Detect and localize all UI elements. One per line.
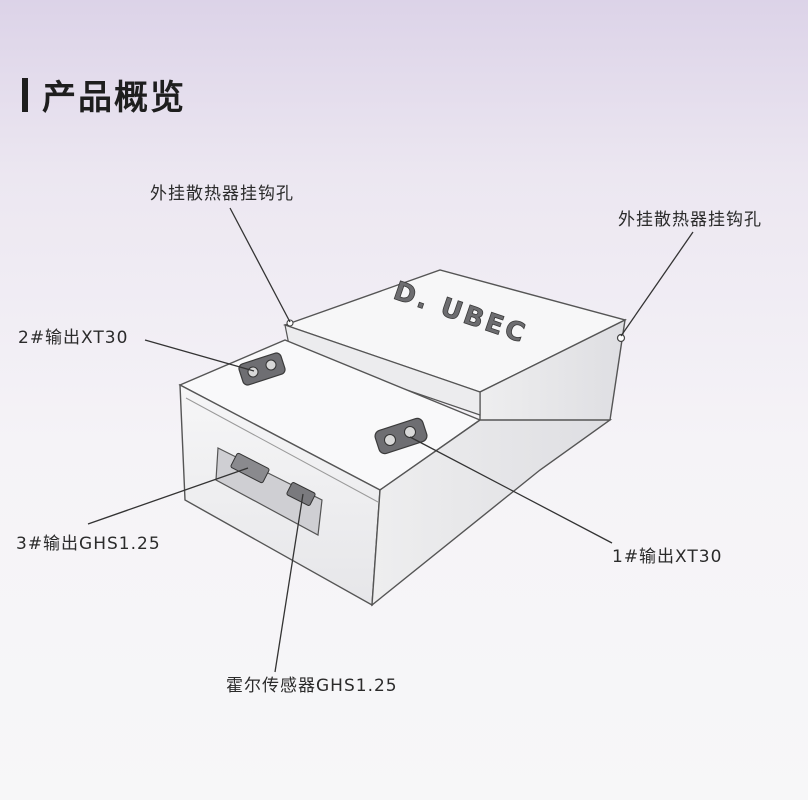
callout-output-2-xt30: 2#输出XT30	[18, 328, 129, 348]
heatsink-hook-hole-left	[286, 319, 294, 327]
section-heading: 产品概览	[22, 70, 186, 119]
xt30-output-2-pin-a	[247, 366, 259, 378]
lower-housing-right	[371, 419, 613, 607]
callout-leader-lines	[87, 207, 694, 673]
leader-output-3	[87, 467, 249, 525]
xt30-output-2-connector	[238, 352, 286, 386]
leader-output-2	[144, 339, 255, 372]
xt30-output-2-pin-b	[265, 359, 277, 371]
page-title: 产品概览	[42, 78, 186, 118]
title-accent-bar	[22, 77, 28, 112]
ghs-output-3-socket	[230, 452, 270, 484]
leader-hall-sensor	[274, 493, 304, 673]
upper-housing: D. UBEC	[282, 269, 627, 456]
callout-output-1-xt30: 1#输出XT30	[612, 547, 723, 567]
leader-heatsink-left	[229, 207, 291, 323]
xt30-output-1-pin-b	[404, 426, 416, 438]
callout-heatsink-hook-hole-right: 外挂散热器挂钩孔	[618, 210, 762, 230]
callout-heatsink-hook-hole-left: 外挂散热器挂钩孔	[150, 184, 294, 204]
leader-output-1	[409, 436, 613, 544]
callout-hall-sensor-ghs: 霍尔传感器GHS1.25	[226, 676, 398, 696]
heatsink-hook-hole-right	[616, 333, 626, 343]
callout-output-3-ghs: 3#输出GHS1.25	[16, 534, 161, 554]
hall-sensor-socket	[286, 482, 316, 506]
lower-front-bevel	[185, 397, 379, 503]
leader-heatsink-right	[620, 231, 694, 337]
xt30-output-1-pin-a	[384, 434, 396, 446]
